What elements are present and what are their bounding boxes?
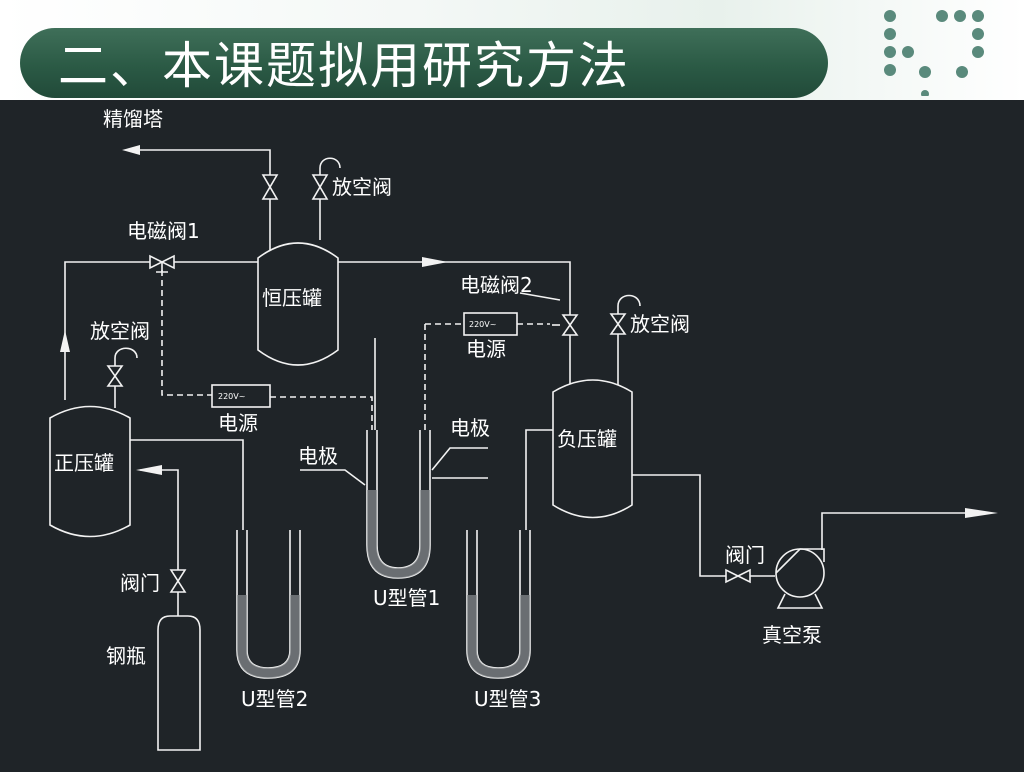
valve-pump[interactable]	[725, 568, 751, 584]
label-valve-left: 阀门	[120, 571, 160, 595]
label-electrode-right: 电极	[450, 416, 490, 440]
pipe-pump-out	[821, 512, 985, 550]
label-valve-right: 阀门	[725, 543, 765, 567]
vacuum-pump	[775, 548, 825, 609]
solenoid-valve-1[interactable]	[149, 254, 175, 273]
steel-cylinder	[157, 615, 201, 751]
arrow-up-left	[60, 330, 70, 352]
label-constant-pressure-tank: 恒压罐	[262, 286, 322, 310]
constant-pressure-tank	[257, 242, 339, 366]
u-tube-3	[466, 530, 531, 679]
pipe-neg-to-u3	[525, 429, 555, 530]
dash-sv1-power1	[161, 270, 212, 396]
sv2-leader	[519, 292, 561, 301]
label-positive-pressure-tank: 正压罐	[54, 451, 114, 475]
vent-valve-top[interactable]	[311, 157, 341, 200]
pipe-positive-to-constant	[64, 261, 258, 400]
u-tube-1	[366, 430, 431, 579]
valve-cylinder[interactable]	[169, 569, 187, 593]
dash-power1-u1	[270, 396, 373, 430]
diagram-board: 220V~ 220V~ 精馏塔 放空阀 电磁阀1 恒压罐 电磁阀2 放空阀 放空…	[0, 100, 1024, 768]
electrode-left-leader	[300, 469, 366, 486]
title-pill	[20, 28, 828, 98]
label-vent-valve-top: 放空阀	[332, 175, 392, 199]
label-power-source-2: 电源	[466, 337, 506, 361]
valve-to-tower[interactable]	[261, 174, 279, 200]
label-power-source-1: 电源	[218, 411, 258, 435]
arrow-right-mid	[422, 257, 448, 267]
arrow-to-tower	[122, 145, 140, 155]
label-u-tube-2: U型管2	[241, 687, 308, 711]
power-box-2: 220V~	[463, 312, 518, 336]
arrow-pump-out	[965, 508, 998, 518]
label-solenoid-valve-2: 电磁阀2	[460, 273, 533, 297]
label-u-tube-3: U型管3	[474, 687, 541, 711]
process-diagram: 220V~ 220V~ 精馏塔 放空阀 电磁阀1 恒压罐 电磁阀2 放空阀 放空…	[49, 107, 998, 751]
label-vacuum-pump: 真空泵	[762, 623, 822, 647]
solenoid-valve-2[interactable]	[552, 314, 579, 336]
negative-pressure-tank	[552, 379, 633, 519]
logo-dots	[884, 10, 984, 96]
pipe-pos-to-u2	[130, 439, 244, 530]
label-u-tube-1: U型管1	[373, 586, 440, 610]
label-vent-valve-right: 放空阀	[630, 312, 690, 336]
page-title: 二、本课题拟用研究方法	[58, 37, 630, 95]
pipe-cylinder-to-pos	[140, 469, 179, 618]
label-negative-pressure-tank: 负压罐	[557, 427, 617, 451]
svg-text:220V~: 220V~	[469, 320, 496, 329]
label-solenoid-valve-1: 电磁阀1	[127, 219, 200, 243]
u-tube-2	[236, 530, 301, 679]
positive-pressure-tank	[49, 405, 131, 538]
power-box-1: 220V~	[211, 384, 271, 408]
vent-valve-right[interactable]	[609, 294, 641, 335]
vent-valve-left[interactable]	[106, 347, 138, 387]
electrode-right-leader	[431, 447, 488, 471]
svg-text:220V~: 220V~	[218, 392, 245, 401]
label-vent-valve-left: 放空阀	[90, 319, 150, 343]
label-electrode-left: 电极	[298, 444, 338, 468]
label-distillation-tower: 精馏塔	[103, 107, 163, 131]
arrow-to-pos	[136, 465, 162, 475]
pipe-to-tower	[130, 149, 271, 262]
label-steel-cylinder: 钢瓶	[106, 644, 146, 668]
pipe-constant-to-negative	[338, 261, 571, 318]
